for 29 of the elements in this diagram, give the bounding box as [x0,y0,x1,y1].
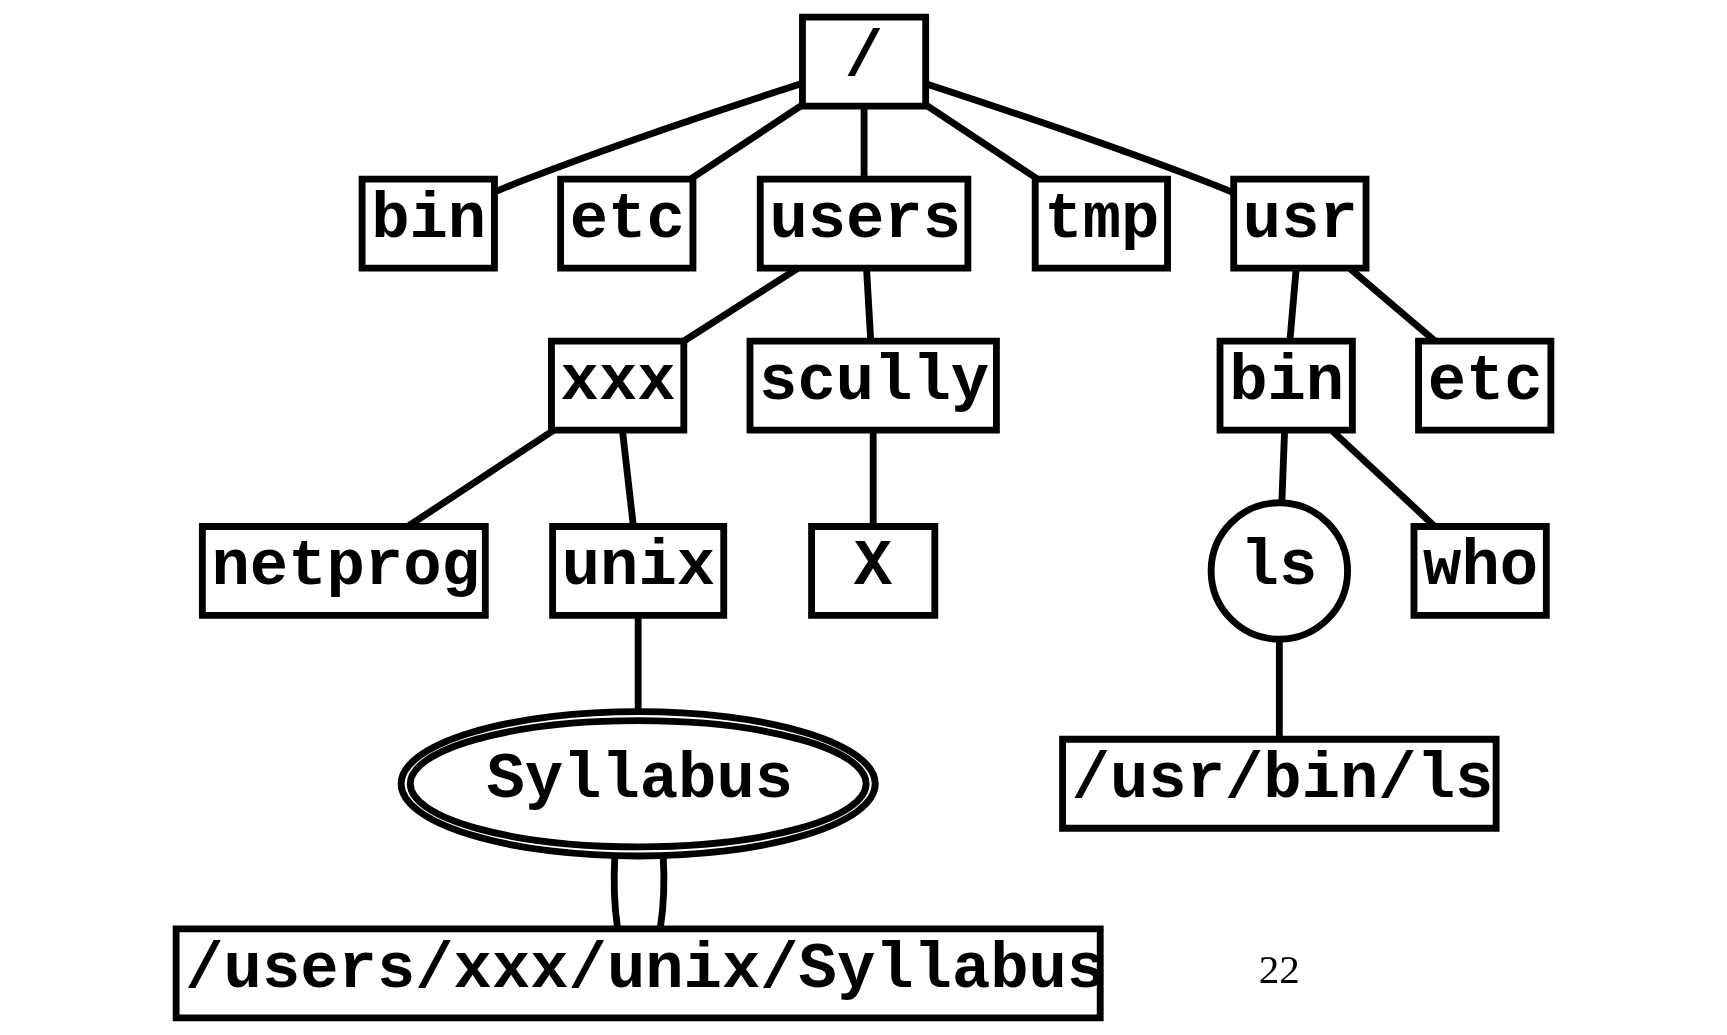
node-box: who [1410,523,1550,619]
node-box: scully [746,337,1000,434]
node-box: usr [1230,175,1370,272]
connector [1278,430,1288,503]
node-box: users [756,175,972,272]
node-box: bin [358,175,498,272]
connector [1286,268,1300,341]
connector [634,616,642,712]
node-ellipse: Syllabus [397,708,879,860]
connector [863,268,875,341]
node-box: / [799,13,930,110]
connector [656,855,668,929]
node-box: etc [1415,337,1555,434]
connector [923,102,1040,182]
connector [1275,639,1283,739]
connector [860,106,868,179]
label: 22 [1258,946,1300,993]
connector [610,855,621,929]
node-box: bin [1216,337,1356,434]
node-box: netprog [198,523,489,619]
node-box: tmp [1031,175,1171,272]
node-box: X [808,523,939,619]
node-box: /usr/bin/ls [1059,735,1500,832]
node-box: etc [557,175,697,272]
node-box: /users/xxx/unix/Syllabus [172,925,1104,1022]
node-circle: ls [1207,499,1351,643]
node-box: xxx [548,337,688,434]
connector [688,102,805,182]
node-box: unix [549,523,728,619]
